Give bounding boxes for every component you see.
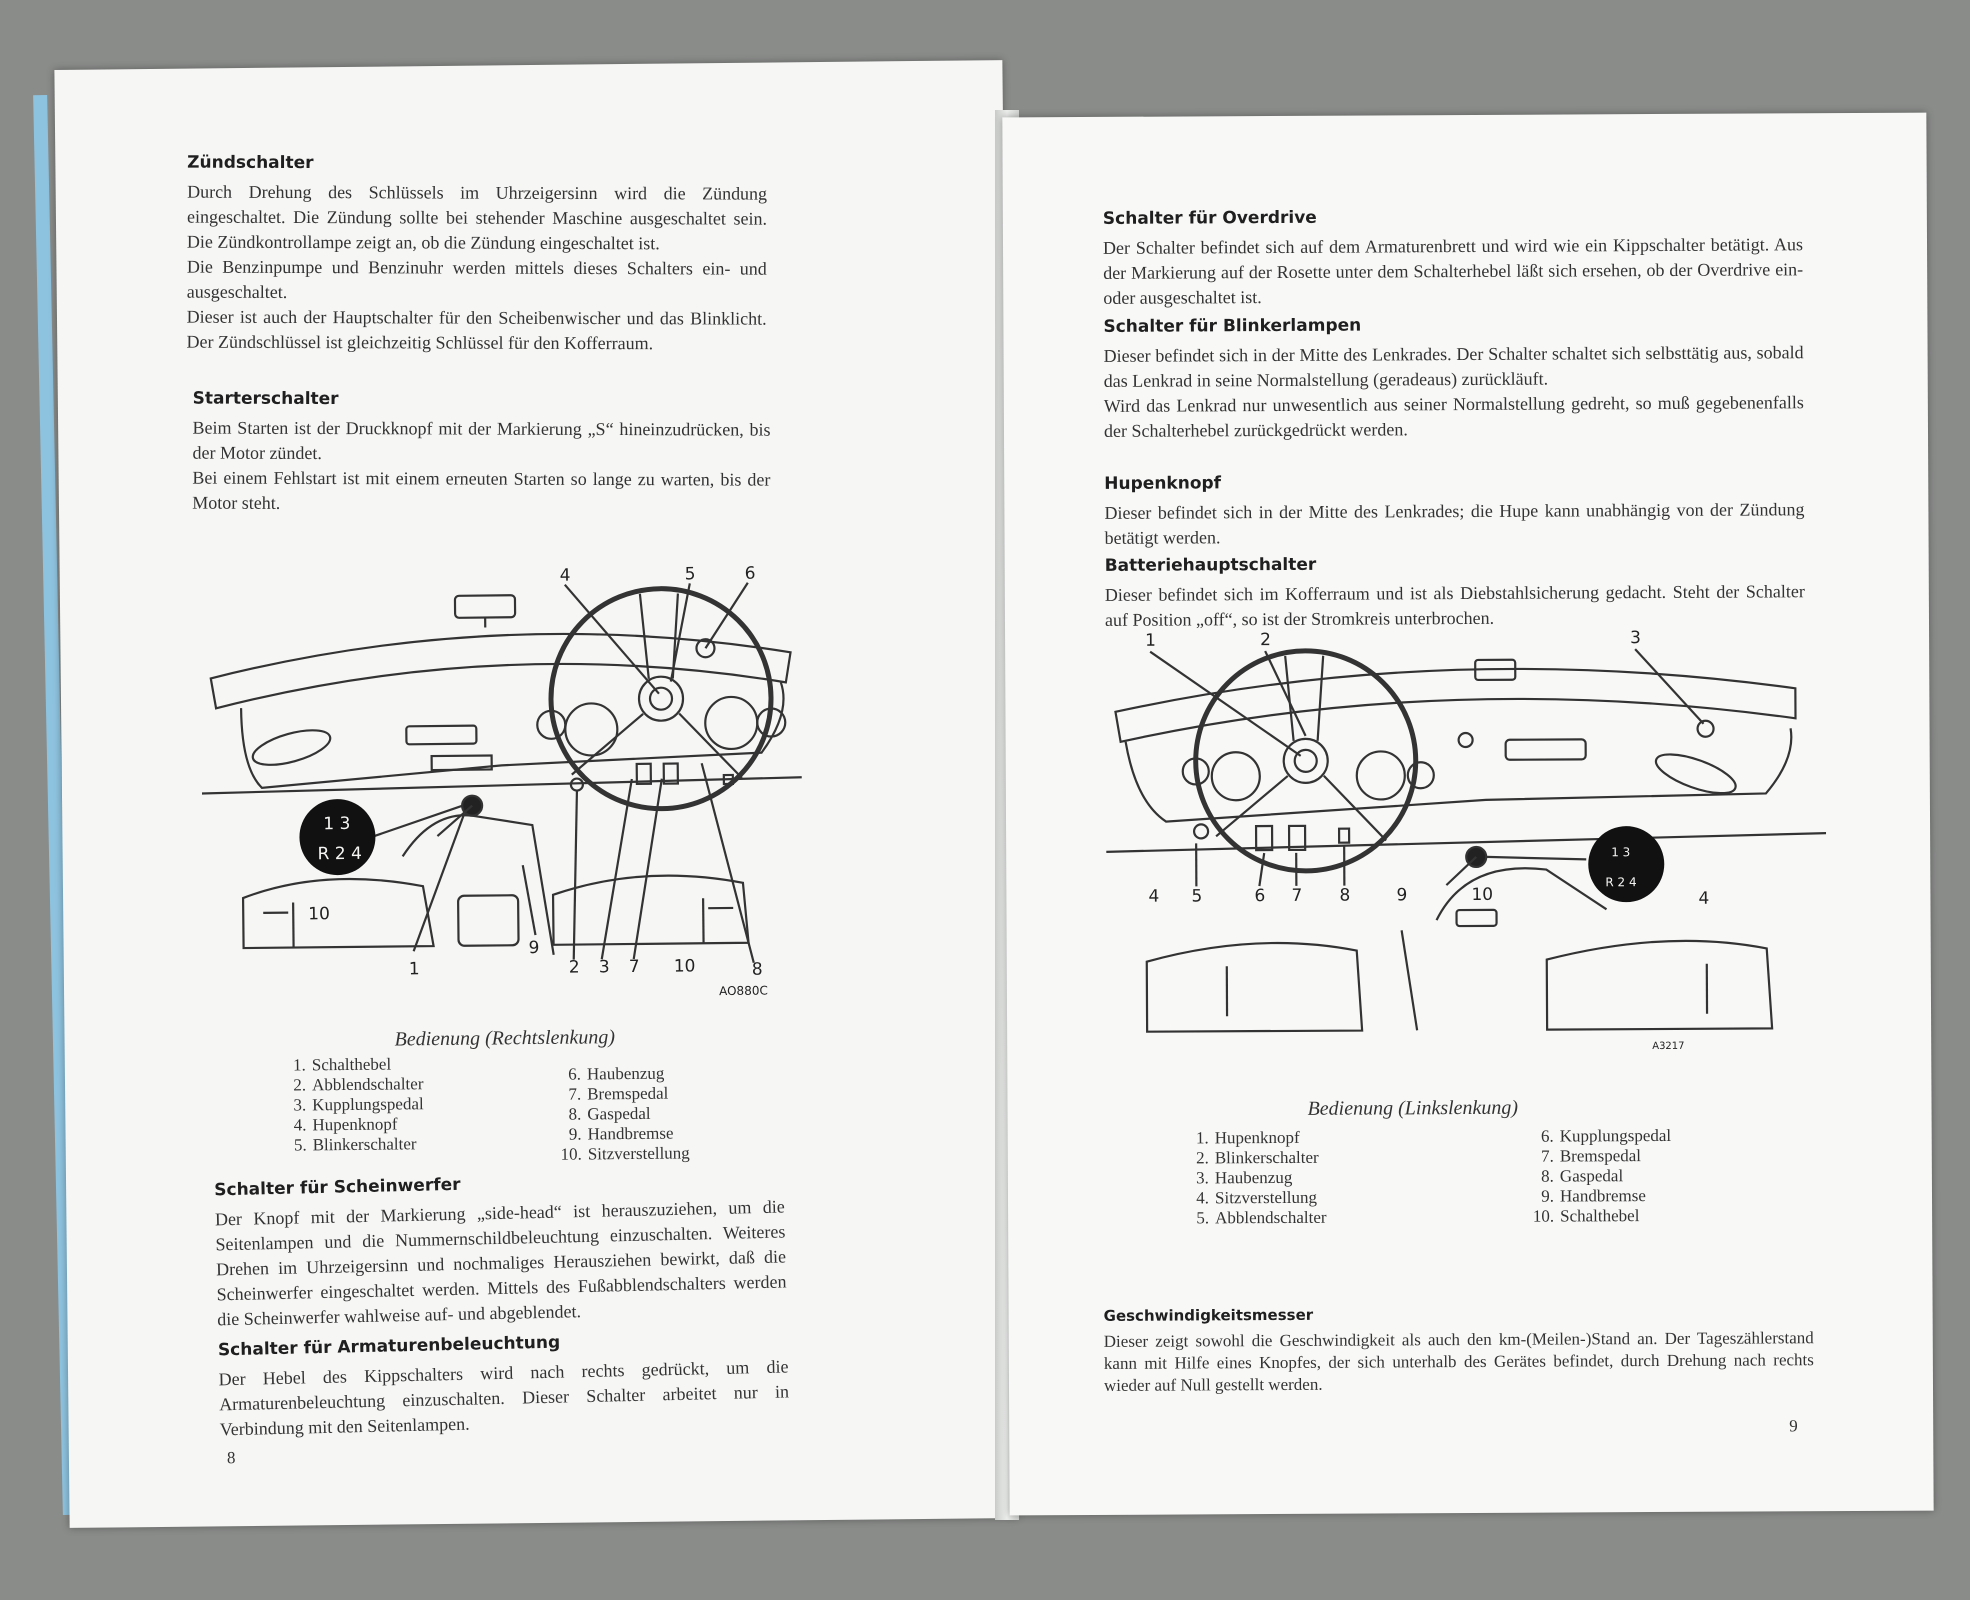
section-title: Starterschalter — [192, 388, 339, 410]
paragraph: Durch Drehung des Schlüssels im Uhrzeige… — [186, 181, 768, 254]
paragraph: Die Benzinpumpe und Benzinuhr werden mit… — [186, 256, 767, 302]
section-title: Zündschalter — [187, 152, 314, 174]
callout-label: 4 — [560, 566, 571, 586]
paragraph: Wird das Lenkrad nur unwesentlich aus se… — [1103, 392, 1804, 441]
callout-label: 6 — [745, 564, 756, 584]
callout-label: 10 — [308, 904, 330, 924]
legend-item: 2.Blinkerschalter — [1195, 1147, 1319, 1168]
page-number: 8 — [226, 1448, 236, 1468]
callout-label: 6 — [1254, 886, 1265, 906]
section-title: Schalter für Blinkerlampen — [1103, 315, 1362, 337]
legend-item: 3.Kupplungspedal — [293, 1094, 424, 1115]
callout-label: 9 — [1396, 885, 1407, 905]
legend-item: 6.Kupplungspedal — [1540, 1125, 1672, 1146]
paragraph: Dieser ist auch der Hauptschalter für de… — [186, 306, 767, 354]
legend-column-2: 6.Haubenzug 7.Bremspedal 8.Gaspedal 9.Ha… — [555, 1063, 690, 1164]
legend-item: 9.Handbremse — [1541, 1186, 1646, 1206]
callout-label: 1 — [409, 959, 420, 979]
callout-label: 10 — [674, 956, 696, 976]
legend-item: 6.Haubenzug — [568, 1063, 665, 1084]
paragraph: Bei einem Fehlstart ist mit einem erneut… — [192, 467, 771, 513]
left-page: Zündschalter Durch Drehung des Schlüssel… — [54, 60, 1018, 1528]
legend-item: 5.Blinkerschalter — [293, 1134, 417, 1155]
callout-label: 4 — [1698, 889, 1709, 909]
legend-item: 5.Abblendschalter — [1196, 1207, 1327, 1228]
callout-label: 2 — [569, 958, 580, 978]
legend-item: 2.Abblendschalter — [293, 1074, 424, 1095]
section-title: Schalter für Overdrive — [1102, 207, 1317, 229]
callout-label: 3 — [1630, 628, 1641, 648]
callout-label: 7 — [629, 957, 640, 977]
callout-label: 5 — [1191, 886, 1202, 906]
paragraph: Beim Starten ist der Druckknopf mit der … — [192, 417, 771, 464]
dashboard-diagram-lhd: 1 3 R 2 4 1 2 3 4 5 6 7 8 9 10 4 A3217 — [1106, 628, 1827, 1052]
drawing-code: A3217 — [1652, 1041, 1684, 1052]
dashboard-diagram-rhd: 1 3 R 2 4 1 2 3 4 5 6 7 8 9 10 10 AO880C — [201, 564, 802, 999]
legend-item: 1.Hupenknopf — [1195, 1127, 1300, 1148]
paragraph: Der Knopf mit der Markierung „side-head“… — [214, 1196, 787, 1330]
section-armaturenbeleuchtung: Schalter für Armaturenbeleuchtung Der He… — [218, 1325, 790, 1442]
page-number: 9 — [1789, 1416, 1798, 1436]
legend-item: 7.Bremspedal — [568, 1083, 669, 1104]
callout-label: 8 — [1339, 886, 1350, 906]
right-page: Schalter für Overdrive Der Schalter befi… — [1002, 112, 1934, 1516]
figure-caption: Bedienung (Linkslenkung) — [1307, 1096, 1519, 1120]
section-zuendschalter: Zündschalter Durch Drehung des Schlüssel… — [187, 151, 768, 357]
callout-label: 2 — [1260, 630, 1271, 650]
legend-column-2: 6.Kupplungspedal 7.Bremspedal 8.Gaspedal… — [1528, 1126, 1672, 1227]
figure-caption: Bedienung (Rechtslenkung) — [394, 1026, 616, 1051]
paragraph: Dieser zeigt sowohl die Geschwindigkeit … — [1103, 1328, 1814, 1395]
callout-label: 5 — [685, 564, 696, 584]
callout-label: 7 — [1291, 886, 1302, 906]
callout-label: 3 — [599, 957, 610, 977]
legend-item: 8.Gaspedal — [568, 1103, 651, 1124]
callout-label: 9 — [529, 938, 540, 958]
section-title: Hupenknopf — [1104, 473, 1222, 494]
section-overdrive: Schalter für Overdrive Der Schalter befi… — [1103, 203, 1804, 311]
legend-column-1: 1.Schalthebel 2.Abblendschalter 3.Kupplu… — [280, 1054, 424, 1155]
paragraph: Der Hebel des Kippschalters wird nach re… — [218, 1356, 790, 1440]
callout-label: 4 — [1148, 887, 1159, 907]
gear-pattern-bottom: R 2 4 — [1605, 875, 1636, 889]
paragraph: Dieser befindet sich in der Mitte des Le… — [1103, 342, 1804, 391]
callout-label: 8 — [752, 960, 763, 980]
section-title: Batteriehauptschalter — [1104, 554, 1317, 576]
legend-item: 7.Bremspedal — [1540, 1146, 1642, 1166]
callout-label: 10 — [1471, 885, 1493, 905]
legend-column-1: 1.Hupenknopf 2.Blinkerschalter 3.Haubenz… — [1183, 1128, 1327, 1229]
section-starterschalter: Starterschalter Beim Starten ist der Dru… — [192, 387, 770, 518]
paragraph: Der Schalter befindet sich auf dem Armat… — [1102, 234, 1804, 308]
section-title: Geschwindigkeitsmesser — [1103, 1305, 1314, 1325]
section-blinkerlampen: Schalter für Blinkerlampen Dieser befind… — [1103, 311, 1804, 444]
legend-item: 8.Gaspedal — [1541, 1166, 1624, 1186]
legend-item: 9.Handbremse — [568, 1123, 674, 1144]
drawing-code: AO880C — [719, 984, 768, 999]
callout-label: 1 — [1145, 631, 1156, 651]
section-geschwindigkeitsmesser: Geschwindigkeitsmesser Dieser zeigt sowo… — [1104, 1301, 1814, 1397]
paragraph: Dieser befindet sich im Kofferraum und i… — [1104, 581, 1805, 630]
legend-item: 3.Haubenzug — [1196, 1167, 1293, 1188]
section-scheinwerfer: Schalter für Scheinwerfer Der Knopf mit … — [214, 1165, 787, 1332]
section-batteriehauptschalter: Batteriehauptschalter Dieser befindet si… — [1105, 550, 1805, 633]
gear-pattern-bottom: R 2 4 — [318, 844, 362, 864]
legend-item: 4.Hupenknopf — [293, 1114, 398, 1135]
section-hupenknopf: Hupenknopf Dieser befindet sich in der M… — [1104, 468, 1804, 551]
legend-item: 10.Schalthebel — [1532, 1206, 1640, 1226]
paragraph: Dieser befindet sich in der Mitte des Le… — [1104, 499, 1805, 548]
gear-pattern-top: 1 3 — [1611, 845, 1630, 859]
legend-item: 10.Sitzverstellung — [560, 1143, 690, 1164]
legend-item: 1.Schalthebel — [292, 1054, 392, 1075]
legend-item: 4.Sitzverstellung — [1196, 1187, 1318, 1208]
gear-pattern-top: 1 3 — [323, 814, 350, 834]
